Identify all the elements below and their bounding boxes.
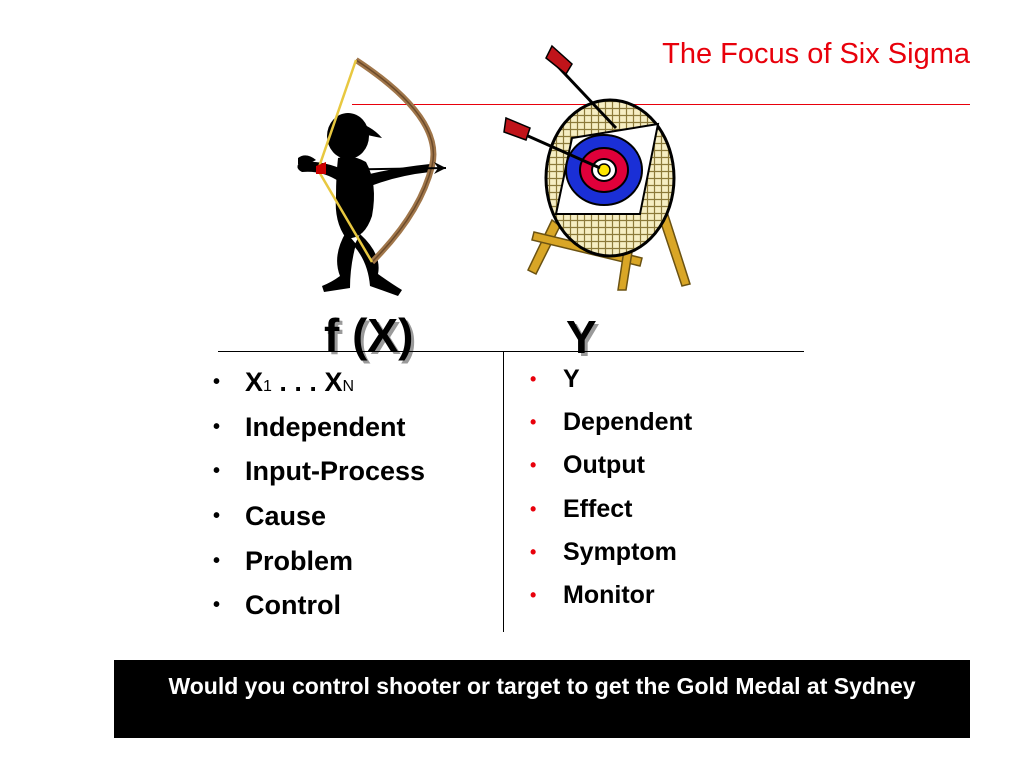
x-subscript-last: N xyxy=(342,378,355,395)
list-item-label: Dependent xyxy=(563,408,693,437)
target-icon xyxy=(527,98,691,291)
list-item: • Symptom xyxy=(530,531,692,574)
list-item-label: Symptom xyxy=(563,537,677,566)
list-item: • Output xyxy=(530,444,692,487)
heading-fx: f (X) xyxy=(324,309,414,361)
x-subscript: 1 xyxy=(263,378,272,395)
list-item-label: Independent xyxy=(245,411,406,442)
list-item: •Y xyxy=(530,358,692,401)
arrow-icon xyxy=(503,44,618,170)
list-item-x-range: • X1 . . . XN xyxy=(213,360,425,405)
input-list: • X1 . . . XN •Independent •Input-Proces… xyxy=(213,360,425,628)
bullet-icon: • xyxy=(530,412,537,433)
archer-icon xyxy=(297,113,430,296)
bullet-icon: • xyxy=(213,371,221,393)
bullet-icon: • xyxy=(213,505,221,528)
bullet-icon: • xyxy=(530,498,537,519)
bow-icon xyxy=(316,57,447,265)
list-item: • Input-Process xyxy=(213,449,425,494)
list-item: • Independent xyxy=(213,405,425,450)
title-underline xyxy=(352,104,970,105)
clipart xyxy=(297,44,691,296)
list-item-label: Cause xyxy=(245,501,327,532)
list-item: • Cause xyxy=(213,494,425,539)
x-symbol: X xyxy=(245,367,264,397)
list-item-label: Output xyxy=(563,451,645,480)
bullet-icon: • xyxy=(530,369,537,389)
bullet-icon: • xyxy=(530,455,537,476)
list-item-label: Effect xyxy=(563,494,633,523)
bullet-icon: • xyxy=(213,415,221,438)
bullet-icon: • xyxy=(530,584,537,605)
list-item: • Monitor xyxy=(530,574,692,617)
list-item-label: Control xyxy=(245,590,341,621)
question-banner: Would you control shooter or target to g… xyxy=(114,660,970,738)
bullet-icon: • xyxy=(213,549,221,572)
output-list: •Y •Dependent •Output •Effect •Symptom •… xyxy=(530,358,692,617)
table-divider-vertical xyxy=(503,352,504,632)
ellipsis: . . . xyxy=(271,367,325,397)
list-item: • Dependent xyxy=(530,401,692,444)
list-item-label: Y xyxy=(563,365,580,393)
list-item-label: Input-Process xyxy=(245,456,426,487)
list-item: • Effect xyxy=(530,488,692,531)
bullet-icon: • xyxy=(530,541,537,562)
list-item: • Problem xyxy=(213,539,425,584)
bullet-icon: • xyxy=(213,460,221,483)
table-divider-horizontal xyxy=(218,351,804,352)
heading-y: Y xyxy=(566,311,597,363)
x-symbol-last: X xyxy=(324,367,343,397)
list-item-label: Problem xyxy=(245,545,354,576)
list-item: • Control xyxy=(213,583,425,628)
list-item-label: Monitor xyxy=(563,580,655,609)
slide-title: The Focus of Six Sigma xyxy=(662,38,970,70)
bullet-icon: • xyxy=(213,594,221,617)
